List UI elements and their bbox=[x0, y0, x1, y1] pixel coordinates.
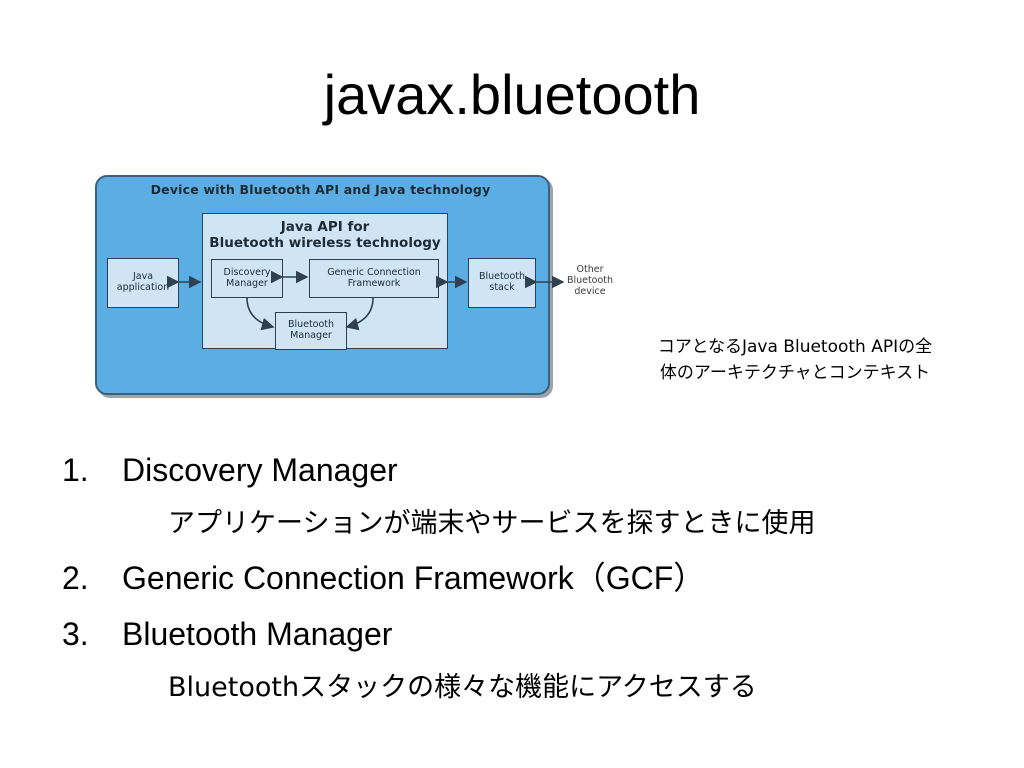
arrow-disc-bm bbox=[246, 297, 275, 331]
list-label: Discovery Manager bbox=[122, 452, 398, 488]
bluetooth-stack-box: Bluetooth stack bbox=[468, 258, 536, 308]
list-subtext: Bluetoothスタックの様々な機能にアクセスする bbox=[168, 672, 757, 703]
gcf-label: Generic Connection Framework bbox=[327, 266, 421, 289]
caption-line-1: コアとなるJava Bluetooth APIの全 bbox=[657, 337, 933, 357]
arrow-gcf-bm bbox=[345, 297, 374, 331]
diagram-caption: コアとなるJava Bluetooth APIの全 体のアーキテクチャとコンテキ… bbox=[600, 334, 990, 386]
gcf-box: Generic Connection Framework bbox=[309, 259, 439, 298]
list-number: 3. bbox=[62, 616, 89, 652]
list-label: Bluetooth Manager bbox=[122, 616, 393, 652]
java-api-title: Java API for Bluetooth wireless technolo… bbox=[209, 219, 441, 251]
caption-line-2: 体のアーキテクチャとコンテキスト bbox=[659, 363, 931, 383]
diagram-arrows bbox=[166, 270, 565, 331]
discovery-manager-label: Discovery Manager bbox=[223, 266, 271, 289]
other-device-label: Other Bluetooth device bbox=[566, 264, 614, 297]
architecture-diagram: Device with Bluetooth API and Java techn… bbox=[95, 175, 613, 395]
java-application-label: Java application bbox=[116, 271, 170, 293]
list-label: Generic Connection Framework（GCF） bbox=[122, 560, 706, 596]
list-subtext: アプリケーションが端末やサービスを探すときに使用 bbox=[168, 508, 816, 539]
bluetooth-manager-label: Bluetooth Manager bbox=[287, 319, 335, 341]
slide-title: javax.bluetooth bbox=[323, 63, 701, 126]
device-frame-title: Device with Bluetooth API and Java techn… bbox=[150, 182, 491, 197]
bluetooth-stack-label: Bluetooth stack bbox=[478, 271, 526, 293]
list-number: 1. bbox=[62, 452, 89, 488]
bluetooth-manager-box: Bluetooth Manager bbox=[275, 312, 347, 350]
list-number: 2. bbox=[62, 560, 89, 596]
